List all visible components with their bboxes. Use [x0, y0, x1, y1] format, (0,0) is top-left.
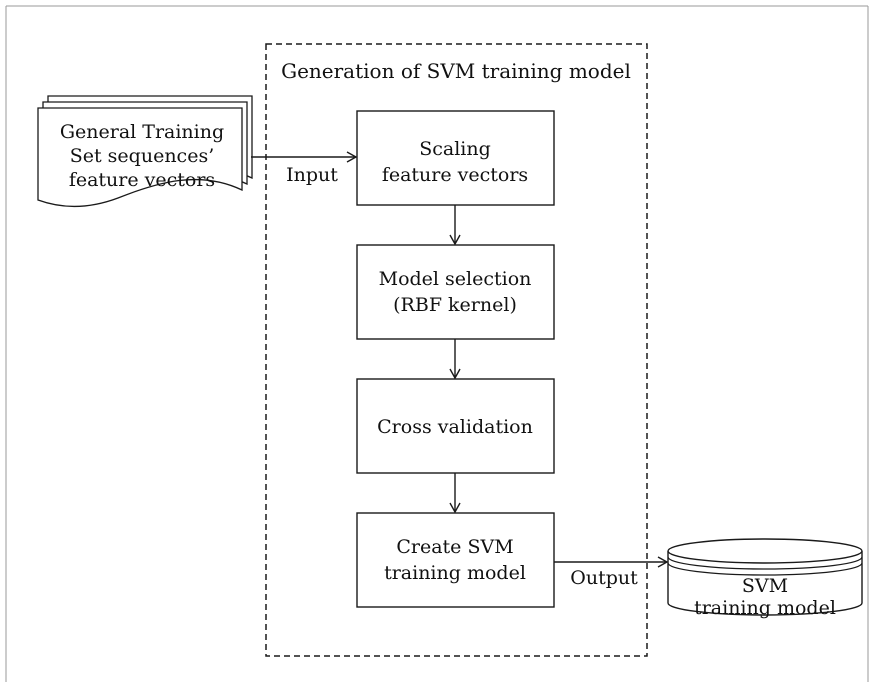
step-label: Create SVM	[396, 536, 513, 558]
step-label: Model selection	[379, 268, 532, 290]
output-datastore-cylinder: SVM training model	[667, 538, 863, 619]
step-label: feature vectors	[382, 164, 528, 186]
step-box-model-selection: Model selection (RBF kernel)	[356, 244, 555, 340]
step-box-scaling: Scaling feature vectors	[356, 110, 555, 206]
input-document-line3: feature vectors	[69, 169, 215, 191]
output-store-line2: training model	[694, 597, 836, 619]
step-box-cross-validation: Cross validation	[356, 378, 555, 474]
output-label: Output	[570, 567, 638, 589]
output-store-line1: SVM	[742, 575, 788, 597]
step-box-create-svm-model: Create SVM training model	[356, 512, 555, 608]
input-document-line1: General Training	[60, 121, 224, 143]
input-label: Input	[286, 164, 338, 186]
step-label: Scaling	[419, 138, 491, 160]
container-title: Generation of SVM training model	[281, 59, 631, 83]
input-document-line2: Set sequences’	[70, 145, 215, 167]
figure-frame	[5, 5, 869, 682]
step-label: training model	[384, 562, 526, 584]
step-label: (RBF kernel)	[393, 294, 517, 316]
step-label: Cross validation	[377, 416, 533, 438]
input-document-stack: General Training Set sequences’ feature …	[37, 95, 253, 208]
dashed-container	[265, 43, 648, 657]
